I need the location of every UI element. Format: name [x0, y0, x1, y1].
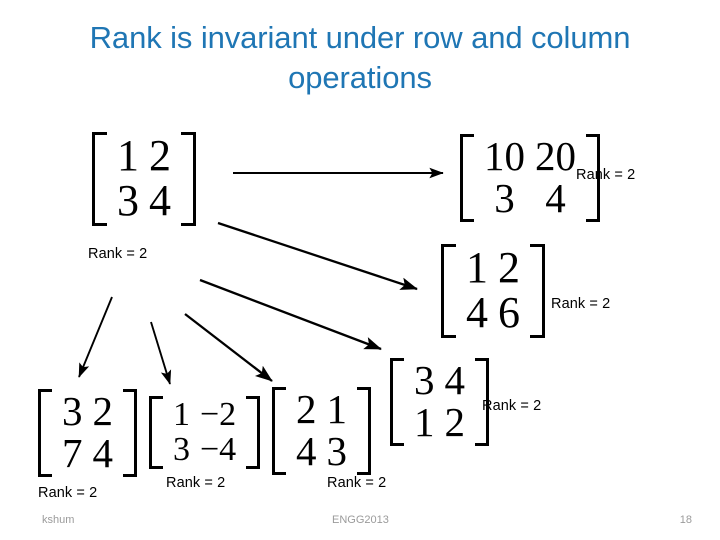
footer-author: kshum [42, 514, 75, 526]
matrix-cell: 3 [173, 430, 190, 468]
matrix-cell: 6 [498, 287, 520, 337]
bracket-right-icon [530, 244, 545, 338]
rank-label-rows-swapped: Rank = 2 [482, 398, 542, 414]
matrix-cell: 1 [117, 131, 139, 180]
footer-page-number: 18 [679, 514, 692, 526]
bracket-left-icon [272, 387, 286, 475]
matrix-cell: 1 [173, 396, 190, 433]
bracket-right-icon [475, 358, 489, 446]
matrix-cell: 3 [117, 175, 139, 225]
matrix-col-negated: 1 −2 3 −4 [149, 396, 261, 470]
matrix-cell: 3 [62, 388, 83, 434]
matrix-cell: 3 [494, 174, 515, 221]
bracket-left-icon [441, 244, 456, 338]
matrix-cell: 2 [296, 386, 317, 432]
matrix-cell: 2 [444, 398, 466, 445]
matrix-row-added: 1 2 4 6 [441, 244, 545, 338]
matrix-cell: −4 [200, 430, 237, 468]
matrix-cell: 4 [296, 427, 317, 474]
bracket-right-icon [586, 134, 600, 222]
arrow-to-cols-swapped [184, 313, 273, 382]
bracket-right-icon [246, 396, 261, 470]
arrow-to-row-added [217, 221, 418, 291]
rank-label-col-negated: Rank = 2 [166, 475, 226, 491]
matrix-cell: −2 [200, 396, 237, 433]
matrix-cell: 20 [535, 133, 576, 179]
rank-label-scaled-row: Rank = 2 [576, 167, 636, 183]
matrix-cell: 4 [444, 357, 466, 403]
matrix-cell: 3 [414, 357, 435, 403]
matrix-source: 1 2 3 4 [92, 132, 196, 226]
matrix-cell: 10 [484, 133, 525, 179]
arrow-to-col-negated [150, 321, 172, 385]
bracket-right-icon [123, 389, 137, 477]
arrow-to-col-added [78, 296, 113, 378]
bracket-left-icon [38, 389, 52, 477]
matrix-cell: 2 [149, 131, 171, 180]
bracket-left-icon [460, 134, 474, 222]
rank-label-cols-swapped: Rank = 2 [327, 475, 387, 491]
matrix-cell: 3 [326, 427, 348, 474]
footer-course: ENGG2013 [332, 514, 389, 526]
matrix-cell: 4 [545, 174, 566, 221]
matrix-cell: 1 [326, 386, 348, 432]
bracket-left-icon [390, 358, 404, 446]
bracket-right-icon [357, 387, 371, 475]
matrix-col-added: 3 2 7 4 [38, 389, 137, 477]
bracket-right-icon [181, 132, 196, 226]
matrix-cell: 2 [92, 388, 114, 434]
rank-label-source: Rank = 2 [88, 246, 148, 262]
matrix-cell: 1 [414, 398, 435, 445]
matrix-cell: 4 [92, 429, 114, 476]
matrix-cell: 4 [149, 175, 171, 225]
matrix-cols-swapped: 2 1 4 3 [272, 387, 371, 475]
rank-label-col-added: Rank = 2 [38, 485, 98, 501]
matrix-scaled-row: 10 20 3 4 [460, 134, 600, 222]
matrix-cell: 4 [466, 287, 488, 337]
matrix-cell: 1 [466, 243, 488, 292]
bracket-left-icon [149, 396, 163, 470]
bracket-left-icon [92, 132, 107, 226]
arrow-to-rows-swapped [199, 278, 382, 351]
matrix-cell: 7 [62, 429, 83, 476]
rank-label-row-added: Rank = 2 [551, 296, 611, 312]
page-title: Rank is invariant under row and column o… [89, 20, 631, 95]
matrix-rows-swapped: 3 4 1 2 [390, 358, 489, 446]
matrix-cell: 2 [498, 243, 520, 292]
